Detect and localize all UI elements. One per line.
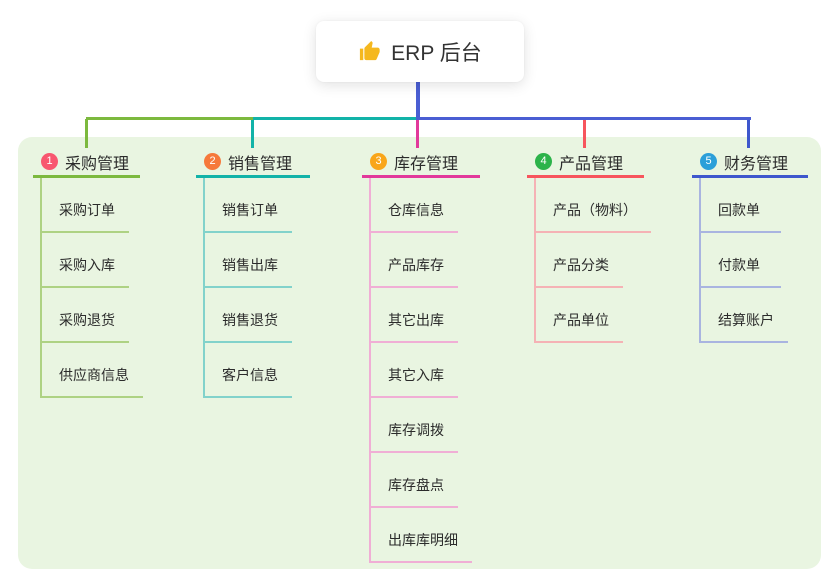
branch-item-label: 采购订单	[59, 202, 115, 218]
branch-item[interactable]: 出库库明细	[369, 508, 472, 563]
branch-item[interactable]: 库存盘点	[369, 453, 458, 508]
branch-label: 采购管理	[65, 155, 130, 173]
branch-header-product[interactable]: 4 产品管理	[527, 148, 644, 178]
branch-item[interactable]: 销售退货	[203, 288, 292, 343]
branch-header-inventory[interactable]: 3 库存管理	[362, 148, 480, 178]
branch-header-sales[interactable]: 2 销售管理	[196, 148, 310, 178]
branch-items: 销售订单销售出库销售退货客户信息	[196, 178, 310, 398]
branch-item[interactable]: 仓库信息	[369, 178, 458, 233]
branch-item-label: 仓库信息	[388, 202, 444, 218]
connector-root-stem	[416, 82, 420, 120]
branch-item-label: 结算账户	[718, 312, 774, 328]
branch-item-label: 付款单	[718, 257, 760, 273]
branch-finance: 5 财务管理 回款单付款单结算账户	[692, 148, 808, 343]
branch-item-label: 回款单	[718, 202, 760, 218]
branch-item-label: 采购入库	[59, 257, 115, 273]
branch-items: 回款单付款单结算账户	[692, 178, 808, 343]
branch-item[interactable]: 回款单	[699, 178, 781, 233]
branch-item-label: 客户信息	[222, 367, 278, 383]
branch-item-label: 产品单位	[553, 312, 609, 328]
branch-item[interactable]: 销售订单	[203, 178, 292, 233]
branch-item[interactable]: 采购退货	[40, 288, 129, 343]
branch-item-label: 产品分类	[553, 257, 609, 273]
branch-item[interactable]: 产品分类	[534, 233, 623, 288]
branch-item[interactable]: 客户信息	[203, 343, 292, 398]
branch-item[interactable]: 采购订单	[40, 178, 129, 233]
connector-drop-finance	[747, 119, 750, 148]
branch-item-label: 产品库存	[388, 257, 444, 273]
branch-badge: 1	[41, 153, 58, 170]
branch-purchase: 1 采购管理 采购订单采购入库采购退货供应商信息	[33, 148, 143, 398]
branch-item-label: 库存调拨	[388, 422, 444, 438]
branches-panel	[18, 137, 821, 569]
branch-item[interactable]: 产品单位	[534, 288, 623, 343]
connector-drop-sales	[251, 119, 254, 148]
branch-sales: 2 销售管理 销售订单销售出库销售退货客户信息	[196, 148, 310, 398]
branch-header-purchase[interactable]: 1 采购管理	[33, 148, 140, 178]
branch-item[interactable]: 其它出库	[369, 288, 458, 343]
branch-item[interactable]: 付款单	[699, 233, 781, 288]
branch-item[interactable]: 产品（物料）	[534, 178, 651, 233]
branch-item-label: 销售退货	[222, 312, 278, 328]
branch-items: 产品（物料） 产品分类产品单位	[527, 178, 651, 343]
connector-drop-product	[583, 119, 586, 148]
branch-badge: 4	[535, 153, 552, 170]
branch-badge: 3	[370, 153, 387, 170]
branch-item-label: 其它出库	[388, 312, 444, 328]
branch-label: 库存管理	[394, 155, 459, 173]
branch-product: 4 产品管理 产品（物料） 产品分类产品单位	[527, 148, 651, 343]
branch-item-label: 供应商信息	[59, 367, 129, 383]
branch-item-label: 产品（物料）	[553, 202, 637, 218]
branch-badge: 2	[204, 153, 221, 170]
branch-inventory: 3 库存管理 仓库信息产品库存其它出库其它入库库存调拨库存盘点出库库明细	[362, 148, 480, 563]
branch-label: 销售管理	[228, 155, 293, 173]
connector-horizontal-green	[86, 117, 253, 120]
branch-item[interactable]: 产品库存	[369, 233, 458, 288]
branch-item-label: 库存盘点	[388, 477, 444, 493]
branch-label: 产品管理	[559, 155, 624, 173]
branch-item-label: 采购退货	[59, 312, 115, 328]
branch-item-label: 其它入库	[388, 367, 444, 383]
root-node[interactable]: ERP 后台	[316, 21, 524, 82]
branch-header-finance[interactable]: 5 财务管理	[692, 148, 808, 178]
connector-drop-inventory	[416, 119, 419, 148]
branch-item[interactable]: 库存调拨	[369, 398, 458, 453]
branch-item-label: 出库库明细	[388, 532, 458, 548]
branch-label: 财务管理	[724, 155, 789, 173]
thumbs-up-icon	[358, 40, 381, 63]
branch-item-label: 销售订单	[222, 202, 278, 218]
branch-item[interactable]: 结算账户	[699, 288, 788, 343]
branch-item-label: 销售出库	[222, 257, 278, 273]
branch-item[interactable]: 其它入库	[369, 343, 458, 398]
connector-horizontal-teal	[253, 117, 417, 120]
connector-horizontal-blue	[417, 117, 751, 120]
connector-drop-purchase	[85, 119, 88, 148]
branch-badge: 5	[700, 153, 717, 170]
branch-items: 采购订单采购入库采购退货供应商信息	[33, 178, 143, 398]
branch-item[interactable]: 销售出库	[203, 233, 292, 288]
branch-items: 仓库信息产品库存其它出库其它入库库存调拨库存盘点出库库明细	[362, 178, 480, 563]
branch-item[interactable]: 供应商信息	[40, 343, 143, 398]
root-title: ERP 后台	[391, 41, 482, 65]
branch-item[interactable]: 采购入库	[40, 233, 129, 288]
